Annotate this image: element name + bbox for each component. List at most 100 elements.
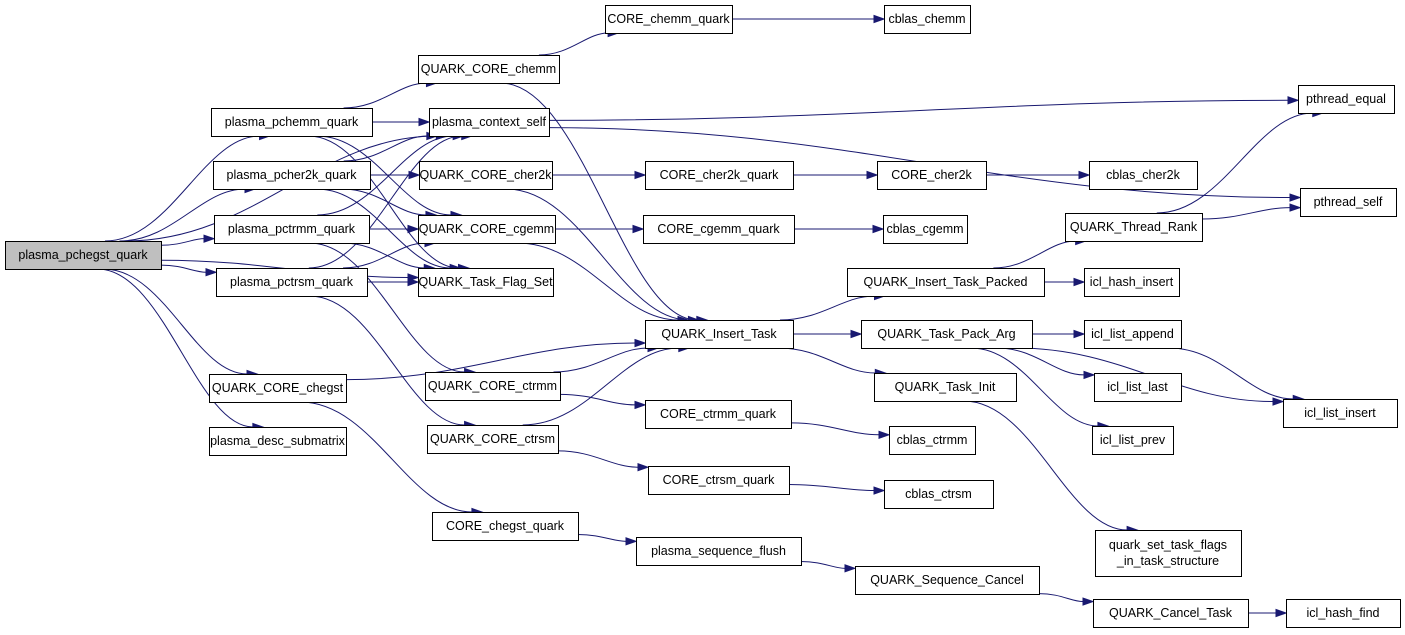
arrowhead-icon: [1289, 203, 1302, 212]
node-QUARK_CORE_ctrsm[interactable]: QUARK_CORE_ctrsm: [427, 425, 559, 454]
arrowhead-icon: [1083, 370, 1096, 380]
node-box: [418, 55, 560, 84]
node-box: [645, 320, 794, 349]
node-cblas_cher2k[interactable]: cblas_cher2k: [1089, 161, 1198, 190]
edge-CORE_chegst_quark-to-plasma_sequence_flush: [577, 534, 638, 546]
arrowhead-icon: [873, 486, 886, 495]
node-box: [636, 537, 802, 566]
edge-line: [577, 534, 627, 542]
edge-line: [342, 188, 426, 216]
node-plasma_context_self[interactable]: plasma_context_self: [429, 108, 550, 137]
arrowhead-icon: [205, 268, 218, 277]
node-plasma_desc_submatrix[interactable]: plasma_desc_submatrix: [209, 427, 347, 456]
node-box: [645, 161, 794, 190]
edge-QUARK_Task_Init-to-quark_set_task_flags_in_task_structure: [963, 400, 1139, 535]
node-label: plasma_pchemm_quark: [225, 115, 359, 129]
node-box: [855, 566, 1040, 595]
edge-plasma_pchemm_quark-to-QUARK_Task_Flag_Set: [308, 135, 471, 273]
node-label: plasma_pctrmm_quark: [228, 222, 356, 236]
edge-line: [160, 264, 207, 273]
node-CORE_ctrmm_quark[interactable]: CORE_ctrmm_quark: [645, 400, 792, 429]
edge-line: [963, 400, 1128, 531]
node-QUARK_Task_Flag_Set[interactable]: QUARK_Task_Flag_Set: [418, 268, 554, 297]
edge-plasma_pcher2k_quark-to-QUARK_CORE_cher2k: [370, 170, 421, 180]
node-QUARK_CORE_ctrmm[interactable]: QUARK_CORE_ctrmm: [425, 372, 561, 401]
nodes-layer: plasma_pchegst_quarkplasma_pchemm_quarkp…: [5, 5, 1401, 628]
node-CORE_chegst_quark[interactable]: CORE_chegst_quark: [432, 512, 579, 541]
edge-CORE_ctrsm_quark-to-cblas_ctrsm: [788, 483, 886, 495]
node-label: plasma_pcher2k_quark: [227, 168, 358, 182]
node-label: plasma_sequence_flush: [651, 544, 786, 558]
node-QUARK_CORE_chegst[interactable]: QUARK_CORE_chegst: [209, 374, 347, 403]
edge-line: [119, 188, 246, 242]
node-box: [1095, 530, 1242, 577]
node-CORE_cgemm_quark[interactable]: CORE_cgemm_quark: [643, 215, 795, 244]
edge-icl_list_append-to-icl_list_insert: [1169, 347, 1305, 404]
node-QUARK_Insert_Task_Packed[interactable]: QUARK_Insert_Task_Packed: [847, 268, 1045, 297]
edge-CORE_cgemm_quark-to-cblas_cgemm: [793, 224, 885, 234]
node-plasma_pctrmm_quark[interactable]: plasma_pctrmm_quark: [214, 215, 370, 244]
edge-line: [1156, 112, 1313, 214]
node-cblas_cgemm[interactable]: cblas_cgemm: [883, 215, 968, 244]
node-box: [645, 400, 792, 429]
node-QUARK_CORE_cgemm[interactable]: QUARK_CORE_cgemm: [418, 215, 556, 244]
node-icl_list_insert[interactable]: icl_list_insert: [1283, 399, 1398, 428]
node-pthread_self[interactable]: pthread_self: [1300, 188, 1397, 217]
node-icl_hash_find[interactable]: icl_hash_find: [1286, 599, 1401, 628]
node-QUARK_Task_Init[interactable]: QUARK_Task_Init: [874, 373, 1017, 402]
node-box: [1089, 161, 1198, 190]
node-CORE_cher2k_quark[interactable]: CORE_cher2k_quark: [645, 161, 794, 190]
node-box: [648, 466, 790, 495]
node-label: plasma_pchegst_quark: [18, 248, 148, 262]
node-CORE_ctrsm_quark[interactable]: CORE_ctrsm_quark: [648, 466, 790, 495]
node-box: [1286, 599, 1401, 628]
node-label: icl_list_append: [1091, 327, 1174, 341]
node-quark_set_task_flags_in_task_structure[interactable]: quark_set_task_flags_in_task_structure: [1095, 530, 1242, 577]
node-icl_list_last[interactable]: icl_list_last: [1094, 373, 1182, 402]
edge-line: [343, 82, 427, 109]
node-plasma_pctrsm_quark[interactable]: plasma_pctrsm_quark: [216, 268, 368, 297]
edge-QUARK_CORE_ctrmm-to-CORE_ctrmm_quark: [559, 393, 647, 410]
node-QUARK_Sequence_Cancel[interactable]: QUARK_Sequence_Cancel: [855, 566, 1040, 595]
node-icl_list_append[interactable]: icl_list_append: [1084, 320, 1182, 349]
node-label: QUARK_CORE_chegst: [212, 381, 344, 395]
node-box: [877, 161, 987, 190]
arrowhead-icon: [418, 117, 431, 127]
node-pthread_equal[interactable]: pthread_equal: [1298, 85, 1395, 114]
node-plasma_pcher2k_quark[interactable]: plasma_pcher2k_quark: [213, 161, 371, 190]
node-label: pthread_self: [1314, 195, 1383, 209]
node-QUARK_Insert_Task[interactable]: QUARK_Insert_Task: [645, 320, 794, 349]
node-CORE_cher2k[interactable]: CORE_cher2k: [877, 161, 987, 190]
node-box: [1065, 213, 1203, 242]
node-plasma_pchegst_quark[interactable]: plasma_pchegst_quark: [5, 241, 162, 270]
node-QUARK_Cancel_Task[interactable]: QUARK_Cancel_Task: [1093, 599, 1249, 628]
edge-line: [308, 135, 462, 269]
node-QUARK_Thread_Rank[interactable]: QUARK_Thread_Rank: [1065, 213, 1203, 242]
node-cblas_chemm[interactable]: cblas_chemm: [884, 5, 971, 34]
node-icl_list_prev[interactable]: icl_list_prev: [1092, 426, 1174, 455]
node-cblas_ctrmm[interactable]: cblas_ctrmm: [889, 426, 976, 455]
node-icl_hash_insert[interactable]: icl_hash_insert: [1084, 268, 1180, 297]
node-plasma_sequence_flush[interactable]: plasma_sequence_flush: [636, 537, 802, 566]
node-label: plasma_context_self: [432, 115, 546, 129]
node-QUARK_CORE_cher2k[interactable]: QUARK_CORE_cher2k: [419, 161, 553, 190]
node-cblas_ctrsm[interactable]: cblas_ctrsm: [884, 480, 994, 509]
edge-line: [104, 135, 260, 242]
arrowhead-icon: [1082, 597, 1095, 606]
node-plasma_pchemm_quark[interactable]: plasma_pchemm_quark: [211, 108, 373, 137]
node-QUARK_CORE_chemm[interactable]: QUARK_CORE_chemm: [418, 55, 560, 84]
node-label: icl_hash_find: [1307, 606, 1380, 620]
node-label: CORE_cgemm_quark: [657, 222, 780, 236]
node-label: QUARK_Sequence_Cancel: [870, 573, 1024, 587]
node-box: [432, 512, 579, 541]
node-CORE_chemm_quark[interactable]: CORE_chemm_quark: [605, 5, 733, 34]
node-box: [1093, 599, 1249, 628]
node-label: QUARK_CORE_ctrsm: [430, 432, 555, 446]
node-box: [427, 425, 559, 454]
edge-QUARK_Task_Pack_Arg-to-icl_list_append: [1032, 329, 1086, 339]
node-label: icl_hash_insert: [1090, 275, 1174, 289]
node-QUARK_Task_Pack_Arg[interactable]: QUARK_Task_Pack_Arg: [861, 320, 1033, 349]
node-box: [643, 215, 795, 244]
node-box: [1300, 188, 1397, 217]
